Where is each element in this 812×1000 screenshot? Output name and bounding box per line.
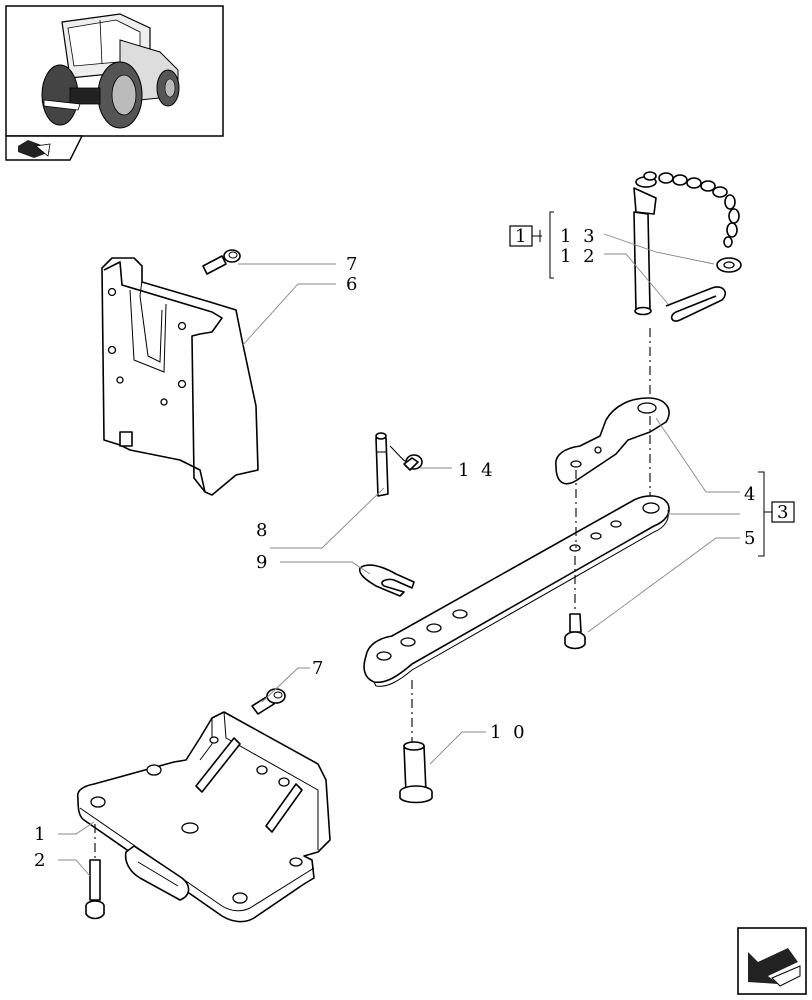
book-arrow-icon <box>18 140 51 158</box>
part-6-bracket-plate <box>101 257 259 496</box>
label-9: 9 <box>256 552 270 573</box>
label-10: 1 0 <box>490 722 528 743</box>
kit-bracket-3 <box>758 471 795 557</box>
label-13: 1 3 <box>560 226 598 247</box>
next-page-button[interactable] <box>737 927 807 995</box>
kit-label-3: 3 <box>777 502 791 523</box>
kit-label-1: 1 <box>515 226 529 247</box>
nav-tab[interactable] <box>5 135 84 161</box>
label-12: 1 2 <box>560 246 598 267</box>
part-13-chain-pin <box>633 171 740 316</box>
part-2-screw <box>85 859 105 920</box>
label-7-bottom: 7 <box>312 658 326 679</box>
part-10-pin <box>399 741 433 804</box>
callout-labels: 7 6 1 3 1 2 1 4 8 9 4 5 7 1 0 1 2 1 3 <box>34 226 791 871</box>
label-5: 5 <box>744 528 758 549</box>
part-5-screw <box>564 613 586 650</box>
part-14-retainer <box>389 445 423 471</box>
label-7-top: 7 <box>346 254 360 275</box>
label-8: 8 <box>256 520 270 541</box>
label-4: 4 <box>744 484 758 505</box>
part-1-base-plate <box>76 711 331 923</box>
part-7-screw-bottom <box>251 688 286 715</box>
part-9-r-clip <box>358 564 415 597</box>
part-7-screw-top <box>202 249 241 275</box>
chain-icon <box>643 171 740 248</box>
thumbnail-panel[interactable] <box>5 5 224 137</box>
label-6: 6 <box>346 274 360 295</box>
leader-lines <box>58 233 740 877</box>
part-5-draw-bar <box>363 495 670 687</box>
part-8-pin <box>375 432 389 497</box>
next-page-arrow-icon <box>748 948 801 987</box>
kit-3-box <box>771 501 795 523</box>
label-2: 2 <box>34 850 48 871</box>
label-1: 1 <box>34 824 48 845</box>
part-12-spring-pin <box>665 286 727 322</box>
kit-bracket-1 <box>509 211 554 279</box>
assembly-axes <box>94 328 651 858</box>
part-13-washer <box>716 257 742 273</box>
tractor-thumbnail-icon <box>41 13 180 129</box>
part-4-offset-link <box>555 397 670 485</box>
label-14: 1 4 <box>458 460 496 481</box>
